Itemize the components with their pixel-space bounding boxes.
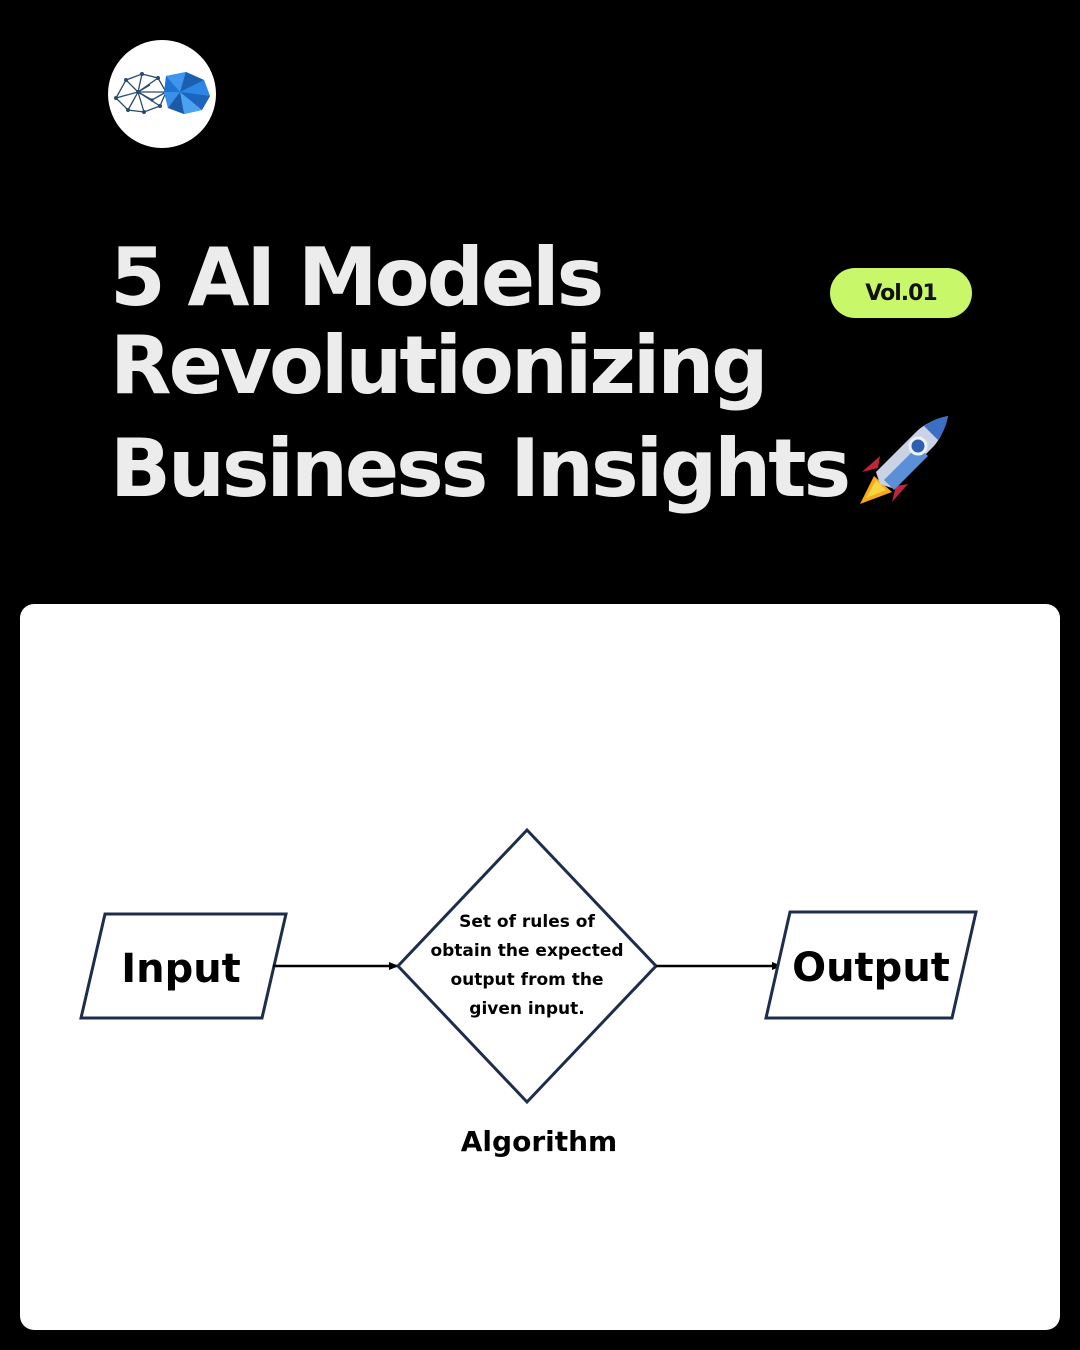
rule-line-3: output from the (450, 970, 603, 990)
volume-badge: Vol.01 (830, 268, 972, 318)
rocket-icon (854, 410, 954, 510)
title-line-1: 5 AI Models (110, 231, 604, 324)
rule-line-1: Set of rules of (459, 912, 595, 932)
input-label: Input (121, 946, 241, 992)
output-shape (764, 910, 978, 1020)
brain-network-logo-icon (114, 72, 210, 114)
algorithm-flow-diagram: Input Set of rules of obtain the expecte… (79, 827, 978, 1158)
input-shape (79, 912, 288, 1020)
title-line-3-text: Business Insights (110, 422, 851, 515)
diagram-card: Input Set of rules of obtain the expecte… (20, 604, 1060, 1330)
algorithm-diamond (395, 827, 659, 1105)
title-line-3: Business Insights (110, 410, 954, 513)
rule-line-4: given input. (469, 999, 584, 1019)
rule-line-2: obtain the expected (430, 941, 623, 961)
brand-logo (108, 40, 216, 148)
algorithm-caption: Algorithm (461, 1125, 617, 1158)
output-label: Output (792, 945, 950, 991)
page-title: 5 AI Models Revolutionizing Business Ins… (110, 234, 954, 513)
title-line-2: Revolutionizing (110, 319, 769, 412)
